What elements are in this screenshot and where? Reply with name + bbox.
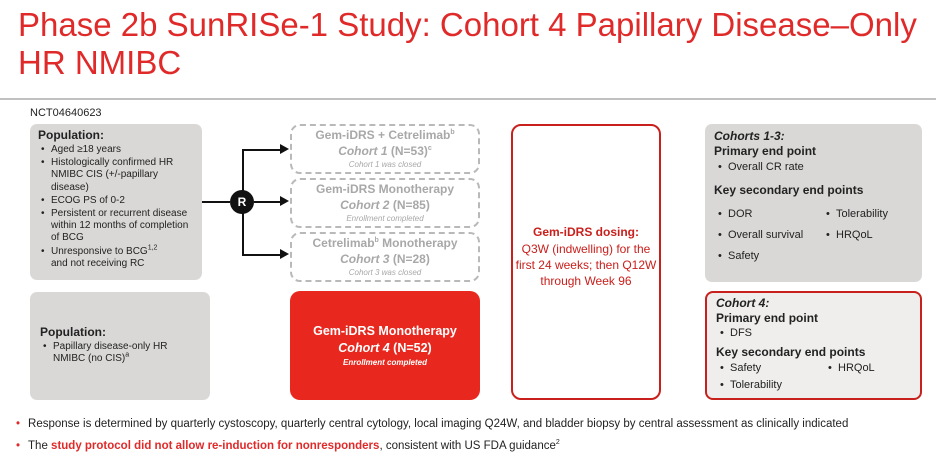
footer-text: , consistent with US FDA guidance [379, 440, 556, 452]
arm-cohort-1: Gem-iDRS + Cetrelimabb Cohort 1 (N=53)c … [290, 124, 480, 174]
arm-cohort-3: Cetrelimabb Monotherapy Cohort 3 (N=28) … [290, 232, 480, 282]
endpoint-item: Tolerability [716, 377, 824, 394]
population-box-cohorts-1-3: Population: Aged ≥18 years Histologicall… [30, 124, 202, 280]
endpoint-item: Overall CR rate [714, 161, 913, 173]
endpoint-item: Safety [714, 246, 822, 267]
population-criteria-list: Aged ≥18 years Histologically confirmed … [38, 144, 194, 270]
footnote-ref: a [125, 351, 130, 359]
randomization-icon: R [230, 190, 254, 214]
arrowheads [280, 144, 289, 259]
arm-status: Enrollment completed [346, 214, 424, 223]
endpoint-item: DFS [716, 326, 911, 340]
arm-status: Cohort 1 was closed [348, 160, 422, 169]
arm-title: Gem-iDRS Monotherapy [313, 324, 457, 338]
footer-text: The [28, 440, 52, 452]
cohort-label: Cohort 1 [338, 144, 388, 158]
criteria-item: Aged ≥18 years [38, 144, 194, 156]
primary-endpoint-heading: Primary end point [714, 144, 817, 158]
endpoint-item: Tolerability [822, 204, 912, 225]
footer-highlight: study protocol did not allow re-inductio… [51, 440, 380, 452]
arm-title: Cetrelimab [312, 236, 375, 250]
population-box-cohort-4: Population: Papillary disease-only HR NM… [30, 292, 210, 400]
dosing-heading: Gem-iDRS dosing: [532, 225, 639, 239]
bullet-icon: • [16, 440, 21, 452]
footnote-ref: 1,2 [147, 244, 158, 252]
cohort-n: (N=85) [392, 198, 430, 212]
title-divider [0, 98, 936, 100]
footnote-ref: b [450, 129, 455, 136]
endpoints-box-cohort-4: Cohort 4: Primary end point DFS Key seco… [705, 291, 922, 400]
footnote-ref: c [427, 145, 432, 152]
arm-title: Gem-iDRS + Cetrelimab [315, 128, 451, 142]
criteria-item: Persistent or recurrent disease within 1… [38, 208, 194, 245]
endpoint-item: Safety [716, 360, 824, 377]
connector-line [254, 201, 282, 203]
cohort-n: (N=52) [393, 341, 432, 355]
footnote-ref: b [374, 237, 379, 244]
endpoint-item: HRQoL [822, 225, 912, 246]
footer-note-1: • Response is determined by quarterly cys… [16, 418, 931, 430]
primary-endpoint-heading: Primary end point [716, 311, 819, 325]
arm-cohort-2: Gem-iDRS Monotherapy Cohort 2 (N=85) Enr… [290, 178, 480, 228]
endpoints-box-cohorts-1-3: Cohorts 1-3: Primary end point Overall C… [705, 124, 922, 282]
slide-title: Phase 2b SunRISe-1 Study: Cohort 4 Papil… [18, 6, 917, 81]
dosing-box: Gem-iDRS dosing: Q3W (indwelling) for th… [511, 124, 661, 400]
footer-text: Response is determined by quarterly cyst… [28, 418, 849, 430]
arm-cohort-4: Gem-iDRS Monotherapy Cohort 4 (N=52) Enr… [290, 291, 480, 400]
criteria-text: and not receiving RC [51, 257, 145, 269]
bullet-icon: • [16, 418, 21, 430]
criteria-text: Papillary disease-only HR NMIBC (no CIS) [53, 341, 168, 365]
cohort-n: (N=28) [392, 252, 430, 266]
criteria-item: Papillary disease-only HR NMIBC (no CIS)… [40, 341, 200, 365]
dosing-text: Q3W (indwelling) for the first 24 weeks;… [515, 242, 657, 288]
endpoints-heading: Cohort 4: [716, 296, 770, 310]
arm-title: Monotherapy [382, 236, 458, 250]
population-heading: Population: [38, 128, 104, 142]
endpoint-item: DOR [714, 204, 822, 225]
cohort-label: Cohort 4 [338, 341, 390, 355]
criteria-item: ECOG PS of 0-2 [38, 195, 194, 207]
footnote-ref: 2 [555, 439, 560, 447]
endpoints-heading: Cohorts 1-3: [714, 129, 785, 143]
population-heading: Population: [40, 325, 106, 339]
arm-title: Gem-iDRS Monotherapy [315, 182, 454, 196]
secondary-endpoint-heading: Key secondary end points [714, 183, 864, 197]
arm-status: Enrollment completed [342, 358, 427, 367]
cohort-label: Cohort 3 [340, 252, 390, 266]
connector-line [242, 149, 282, 151]
endpoint-item: HRQoL [824, 360, 914, 377]
secondary-endpoint-heading: Key secondary end points [716, 345, 866, 359]
criteria-item: Histologically confirmed HR NMIBC CIS (+… [38, 157, 194, 194]
connector-line [202, 201, 230, 203]
cohort-n: (N=53) [390, 144, 428, 158]
endpoint-item: Overall survival [714, 225, 822, 246]
nct-number: NCT04640623 [30, 107, 102, 119]
cohort-label: Cohort 2 [340, 198, 390, 212]
arm-status: Cohort 3 was closed [348, 268, 422, 277]
connector-line [242, 254, 282, 256]
criteria-text: Unresponsive to BCG [51, 245, 148, 257]
footer-note-2: • The study protocol did not allow re-ind… [16, 439, 931, 452]
